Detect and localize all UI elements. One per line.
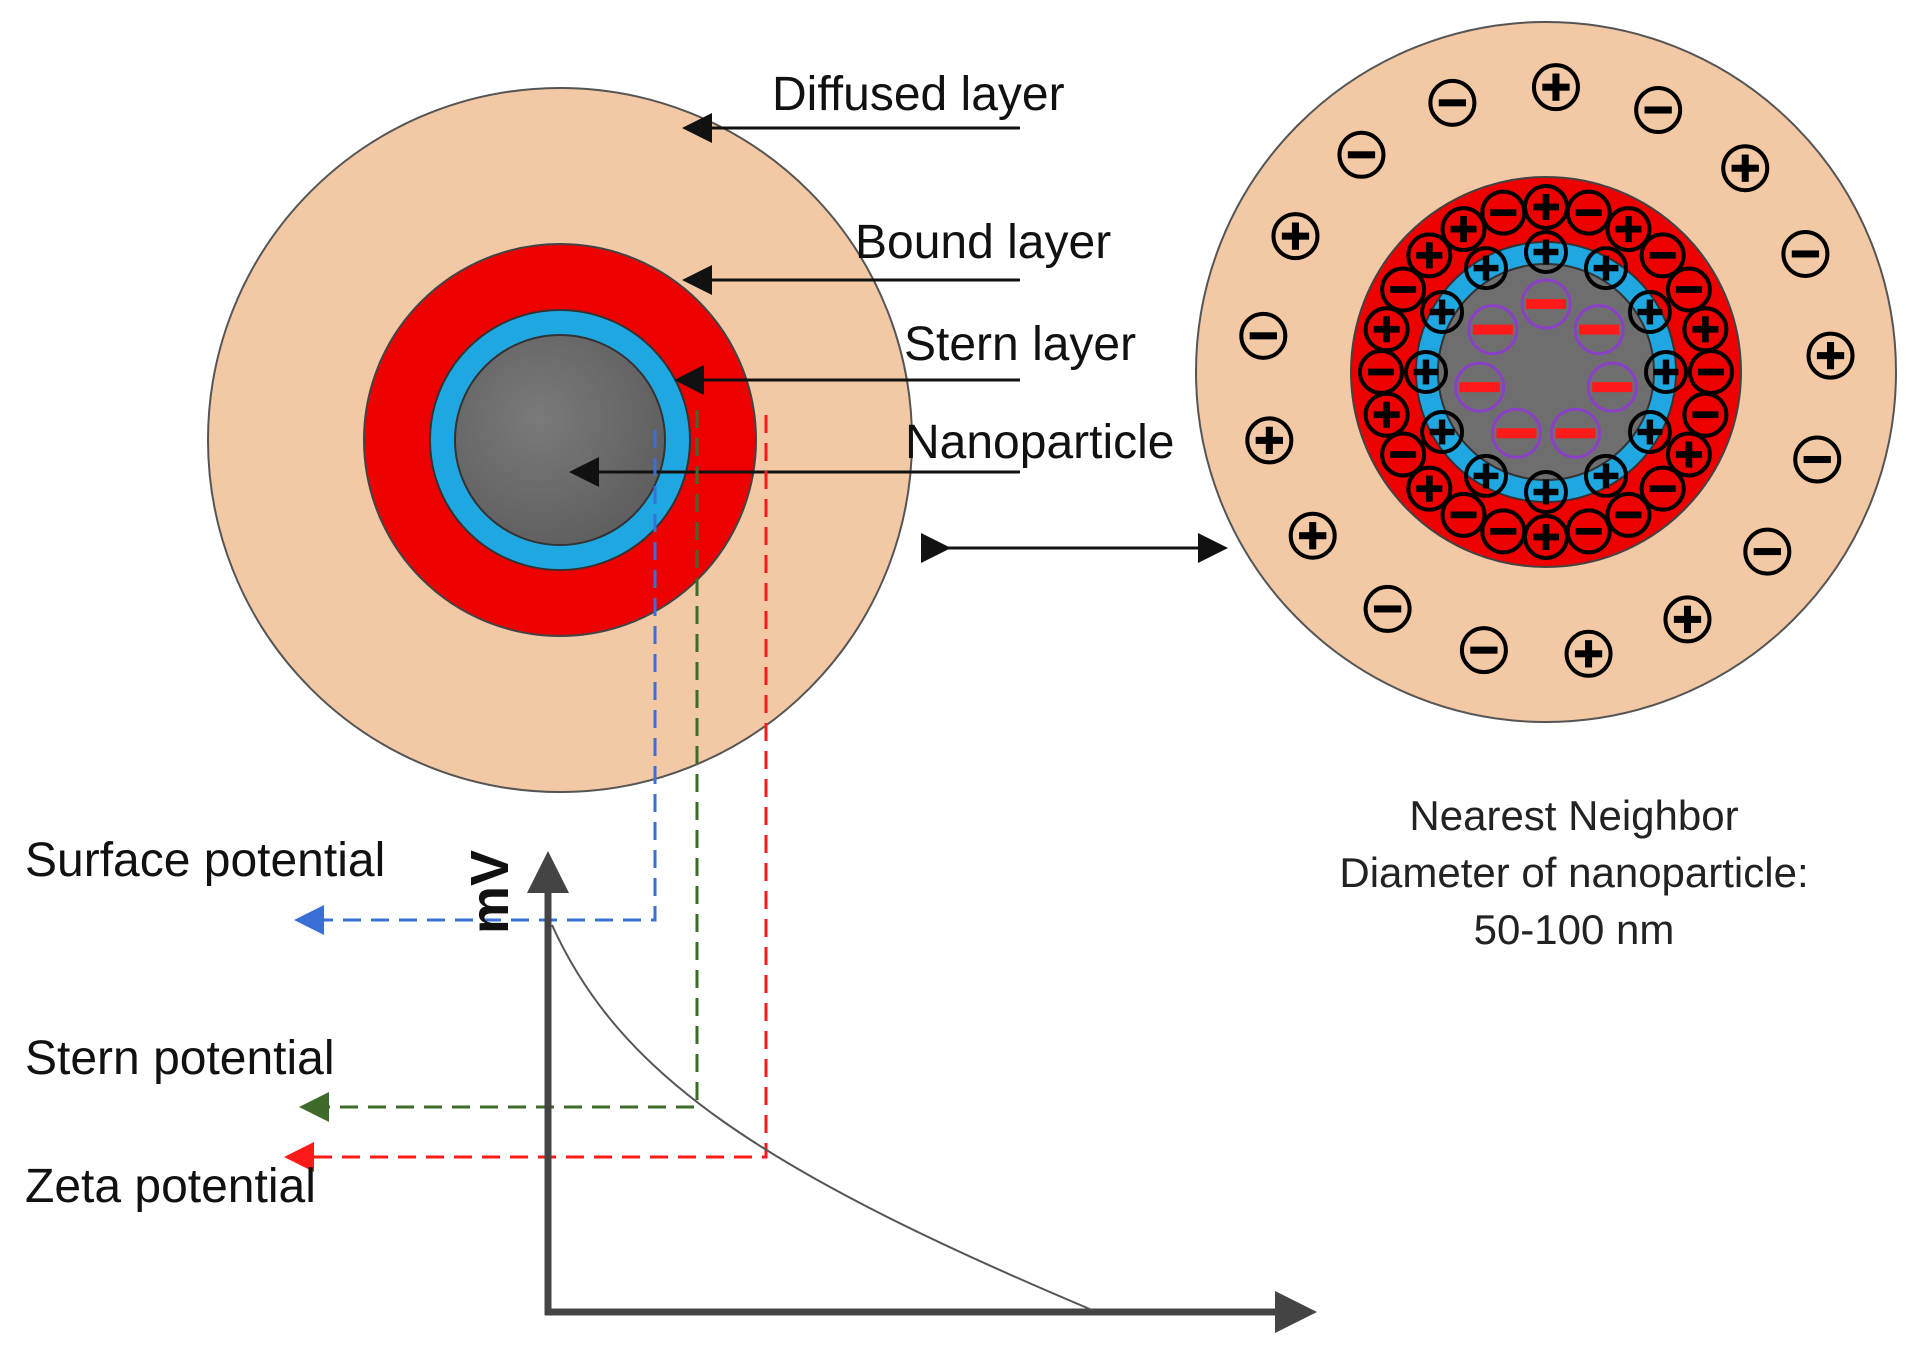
zeta-potential-dropline xyxy=(284,415,768,1172)
diffused-positive-ion xyxy=(1564,629,1613,678)
potential-plot: mV xyxy=(284,410,1317,1333)
potential-decay-curve xyxy=(551,924,1093,1311)
stern-positive-ion xyxy=(1627,410,1672,454)
stern-positive-ion xyxy=(1584,453,1628,498)
surface-potential-dropline xyxy=(294,430,657,935)
stern-potential-dropline xyxy=(299,410,699,1122)
y-axis-label: mV xyxy=(460,850,520,934)
bound-negative-ion xyxy=(1639,465,1686,512)
core-negative-charge xyxy=(1467,304,1519,356)
stern-positive-ion xyxy=(1644,350,1688,394)
bound-positive-ion xyxy=(1440,206,1487,253)
core-negative-charge xyxy=(1520,278,1572,330)
bound-positive-ion xyxy=(1363,306,1410,353)
core-negative-charge xyxy=(1586,361,1638,413)
diffused-layer-label: Diffused layer xyxy=(772,68,1065,121)
stern-positive-ion xyxy=(1404,350,1448,394)
stern-positive-ion xyxy=(1524,230,1568,274)
stern-potential-label: Stern potential xyxy=(25,1032,335,1085)
core-negative-charge xyxy=(1454,361,1506,413)
label-arrows xyxy=(569,113,1020,487)
bound-positive-ion xyxy=(1406,232,1453,279)
stern-positive-ion xyxy=(1420,410,1465,454)
diffused-negative-ion xyxy=(1634,86,1683,135)
diffused-negative-ion xyxy=(1337,130,1386,179)
bound-negative-ion xyxy=(1682,391,1729,438)
stern-positive-ion xyxy=(1420,290,1465,334)
surface-potential-label: Surface potential xyxy=(25,834,385,887)
caption-line-1: Nearest Neighbor xyxy=(1409,792,1738,839)
bound-negative-ion xyxy=(1665,266,1712,313)
bound-negative-ion xyxy=(1380,266,1427,313)
diffused-positive-ion xyxy=(1245,416,1294,465)
nanoparticle-core xyxy=(454,334,666,546)
zeta-potential-label: Zeta potential xyxy=(25,1160,316,1213)
diffused-positive-ion xyxy=(1721,144,1770,193)
bound-negative-ion xyxy=(1480,508,1527,555)
diffused-negative-ion xyxy=(1428,78,1477,127)
diffused-negative-ion xyxy=(1239,311,1288,360)
diffused-positive-ion xyxy=(1531,63,1580,112)
bound-positive-ion xyxy=(1523,184,1569,230)
diffused-positive-ion xyxy=(1663,595,1712,644)
bound-positive-ion xyxy=(1605,206,1652,253)
left-particle xyxy=(207,87,913,793)
stern-positive-ion xyxy=(1584,246,1628,291)
core-negative-charge xyxy=(1490,407,1542,459)
bound-negative-ion xyxy=(1605,491,1652,538)
diffused-positive-ion xyxy=(1271,212,1320,261)
diffused-negative-ion xyxy=(1459,626,1508,675)
diffused-negative-ion xyxy=(1781,229,1830,278)
stern-positive-ion xyxy=(1464,453,1508,498)
stern-layer-label: Stern layer xyxy=(904,318,1136,371)
diffused-negative-ion xyxy=(1743,527,1792,576)
diffused-negative-ion xyxy=(1793,435,1842,484)
core-negative-charge xyxy=(1573,304,1625,356)
caption-line-3: 50-100 nm xyxy=(1474,906,1675,953)
stern-positive-ion xyxy=(1524,470,1568,514)
bound-negative-ion xyxy=(1380,431,1427,478)
diffused-positive-ion xyxy=(1288,511,1337,560)
diffused-negative-ion xyxy=(1363,584,1412,633)
bound-negative-ion xyxy=(1440,491,1487,538)
core-negative-charge xyxy=(1550,407,1602,459)
bound-layer-label: Bound layer xyxy=(855,216,1111,269)
bound-positive-ion xyxy=(1665,431,1712,478)
bound-positive-ion xyxy=(1406,465,1453,512)
nanoparticle-label: Nanoparticle xyxy=(905,416,1174,469)
stern-positive-ion xyxy=(1464,246,1508,291)
caption-line-2: Diameter of nanoparticle: xyxy=(1339,849,1808,896)
bound-negative-ion xyxy=(1639,232,1686,279)
diffused-positive-ion xyxy=(1806,331,1855,380)
stern-positive-ion xyxy=(1627,290,1672,334)
right-nanoparticle-core xyxy=(1437,263,1655,481)
right-particle xyxy=(1195,21,1897,723)
